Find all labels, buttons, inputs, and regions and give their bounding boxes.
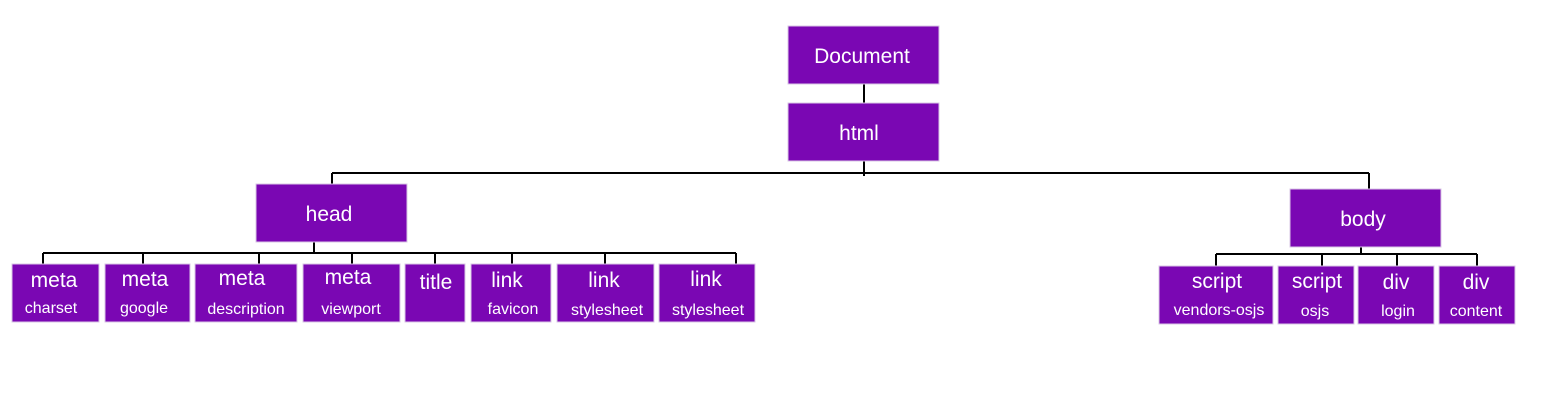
node-script-osjs-label: script [1292,270,1342,293]
node-meta-description-label: meta [219,267,266,290]
node-html-label: html [839,122,879,145]
node-document-label: Document [814,45,910,68]
connectors [42,84,1478,266]
node-title: title [404,263,466,323]
node-script-vendors-osjs-label: script [1192,270,1242,293]
node-div-content-label: div [1463,271,1490,294]
node-script-vendors-osjs-sublabel: vendors-osjs [1174,302,1265,319]
node-meta-google-label: meta [122,268,169,291]
node-meta-charset-sublabel: charset [25,300,78,317]
node-link-stylesheet-2-sublabel: stylesheet [672,302,745,319]
node-link-stylesheet-2-label: link [690,268,722,291]
node-div-login: div login [1357,265,1435,325]
node-script-osjs: script osjs [1277,265,1355,325]
node-title-label: title [420,271,453,294]
node-head-label: head [306,203,353,226]
node-link-stylesheet-1: link stylesheet [556,263,655,323]
node-link-stylesheet-1-sublabel: stylesheet [571,302,644,319]
node-meta-google-sublabel: google [120,300,168,317]
node-document: Document [787,25,940,85]
node-script-vendors-osjs: script vendors-osjs [1158,265,1274,325]
node-meta-charset: meta charset [11,263,100,323]
node-link-stylesheet-2: link stylesheet [658,263,756,323]
node-div-content: div content [1438,265,1516,325]
node-meta-viewport: meta viewport [302,263,401,323]
node-link-favicon: link favicon [470,263,552,323]
node-link-favicon-sublabel: favicon [488,301,539,318]
node-meta-description-sublabel: description [207,301,284,318]
node-div-content-sublabel: content [1450,303,1503,320]
node-div-login-sublabel: login [1381,303,1415,320]
node-html: html [787,102,940,162]
node-link-stylesheet-1-label: link [588,269,620,292]
node-head: head [255,183,408,243]
node-meta-description: meta description [194,263,298,323]
node-div-login-label: div [1383,271,1410,294]
node-script-osjs-sublabel: osjs [1301,303,1329,320]
node-link-favicon-label: link [491,269,523,292]
node-meta-charset-label: meta [31,269,78,292]
node-meta-viewport-sublabel: viewport [321,301,381,318]
node-meta-viewport-label: meta [325,266,372,289]
node-body-label: body [1340,208,1386,231]
node-body: body [1289,188,1442,248]
node-meta-google: meta google [104,263,191,323]
